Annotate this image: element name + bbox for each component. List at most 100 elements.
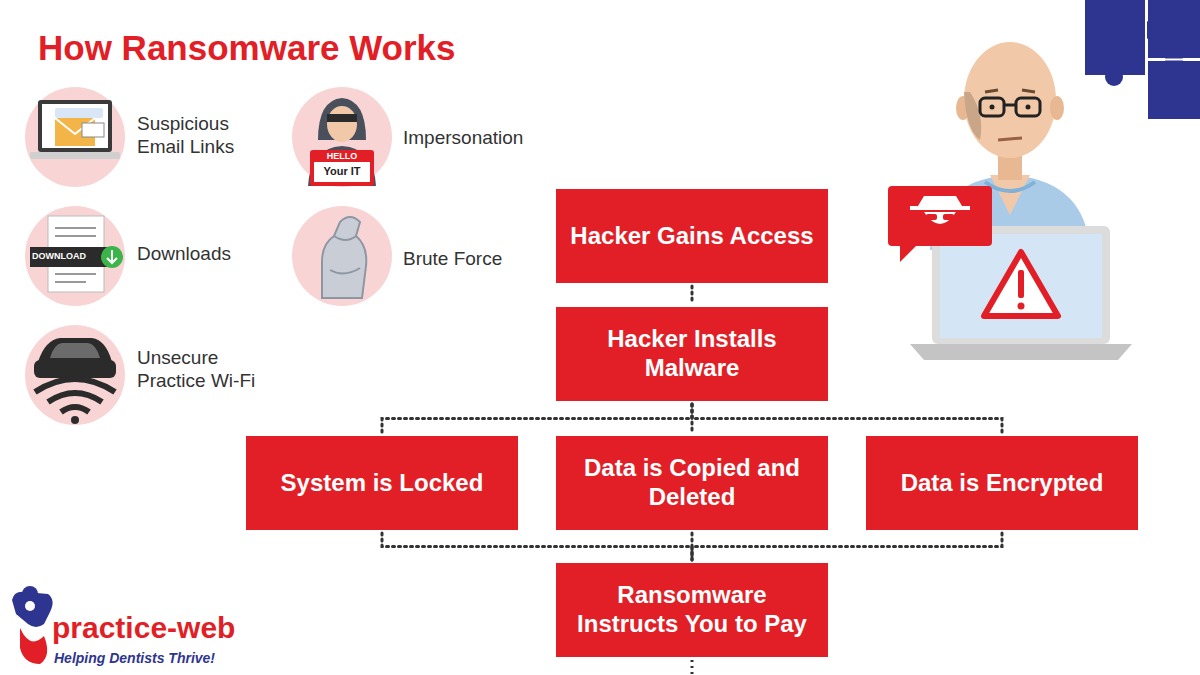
doctor-figure [964, 42, 1056, 158]
download-icon [55, 235, 96, 237]
puzzle-pieces [1146, 0, 1200, 75]
brute-force-icon [322, 217, 366, 298]
dotted-connector [382, 533, 692, 560]
download-icon [55, 273, 96, 275]
download-icon [101, 246, 123, 268]
email-laptop-icon [55, 108, 103, 118]
icon-circle [25, 87, 125, 187]
process-box: Hacker Installs Malware [556, 307, 828, 401]
impersonation-icon [314, 162, 370, 182]
dotted-connector [691, 286, 694, 304]
email-laptop-icon [30, 100, 120, 159]
laptop-warning [1018, 303, 1025, 310]
icon-circle [25, 87, 392, 425]
doctor-figure [990, 105, 995, 110]
icon-label: Unsecure Practice Wi-Fi [137, 347, 287, 393]
title: How Ransomware Works [38, 28, 456, 68]
process-box: Data is Encrypted [866, 436, 1138, 530]
email-laptop-icon [42, 104, 108, 148]
impersonation-icon [327, 114, 357, 122]
download-icon [107, 250, 117, 263]
brute-force-icon [330, 268, 360, 274]
brute-force-icon [322, 217, 366, 298]
impersonation-icon [308, 146, 376, 186]
hacker-bubble [926, 214, 937, 220]
doctor-figure [990, 175, 1030, 215]
process-box: Hacker Gains Access [556, 189, 828, 283]
hacker-bubble [910, 206, 970, 210]
badge-text: Your IT [314, 165, 370, 178]
logo-figure [20, 628, 47, 664]
hacker-bubble [900, 246, 916, 262]
laptop-warning [910, 344, 1132, 360]
badge-text: HELLO [313, 151, 371, 162]
dotted-connector [382, 404, 692, 433]
email-laptop-icon [38, 100, 112, 152]
download-icon [30, 247, 112, 267]
doctor-figure [980, 98, 1004, 116]
hacker-bubble [924, 212, 956, 224]
icon-label: Suspicious Email Links [137, 113, 262, 159]
laptop-warning [1018, 270, 1024, 298]
wifi-car-icon [50, 343, 100, 358]
doctor-figure [1026, 105, 1031, 110]
wifi-car-icon [34, 338, 116, 424]
trailing-dots [691, 660, 694, 675]
box-label: Hacker Gains Access [570, 222, 813, 251]
download-icon [55, 227, 96, 229]
puzzle-pieces [1148, 61, 1200, 119]
doctor-figure [964, 92, 981, 140]
email-laptop-icon [82, 123, 104, 137]
doctor-figure [1016, 98, 1040, 116]
icon-label: Brute Force [403, 248, 553, 271]
logo-name: practice-web [52, 610, 252, 646]
logo-figure [22, 586, 38, 602]
hacker-bubble [943, 214, 954, 220]
doctor-figure [985, 182, 1035, 191]
process-box: Data is Copied and Deleted [556, 436, 828, 530]
icon-circle [292, 206, 392, 306]
doctor-figure [1050, 96, 1064, 120]
impersonation-icon [308, 98, 376, 186]
wifi-car-icon [34, 360, 116, 378]
download-icon [55, 281, 86, 283]
hacker-bubble [888, 186, 992, 262]
laptop-warning [940, 234, 1102, 338]
box-label: Data is Copied and Deleted [568, 454, 816, 512]
doctor-figure [1004, 104, 1016, 107]
icon-circle [25, 325, 125, 425]
puzzle-pieces [1085, 0, 1145, 75]
brute-force-icon [334, 236, 356, 240]
icon-label: Impersonation [403, 127, 573, 150]
puzzle-pieces [1105, 68, 1123, 86]
doctor-figure [998, 138, 1022, 140]
wifi-car-icon [48, 393, 102, 402]
email-laptop-icon [30, 152, 120, 159]
box-label: Data is Encrypted [901, 469, 1104, 498]
wifi-car-icon [61, 407, 89, 412]
box-label: Hacker Installs Malware [568, 325, 816, 383]
dotted-connector [692, 533, 1002, 560]
puzzle-pieces [1148, 0, 1200, 58]
icon-label: Downloads [137, 243, 287, 266]
hacker-bubble [888, 186, 992, 246]
icon-circle [292, 87, 392, 187]
laptop-warning [910, 226, 1132, 360]
doctor-figure [985, 90, 1035, 92]
logo-tagline: Helping Dentists Thrive! [54, 650, 254, 667]
process-box: System is Locked [246, 436, 518, 530]
box-label: System is Locked [281, 469, 484, 498]
puzzle-pieces [1085, 0, 1200, 119]
box-label: Ransomware Instructs You to Pay [568, 581, 816, 639]
wifi-car-icon [38, 338, 112, 362]
hacker-bubble [918, 196, 962, 206]
impersonation-icon [327, 106, 357, 142]
logo-figure [12, 586, 53, 664]
icon-circle [25, 206, 125, 306]
download-text: DOWNLOAD [32, 251, 102, 262]
impersonation-icon [310, 150, 374, 186]
process-box: Ransomware Instructs You to Pay [556, 563, 828, 657]
logo-figure [25, 601, 35, 611]
download-icon [30, 216, 123, 292]
